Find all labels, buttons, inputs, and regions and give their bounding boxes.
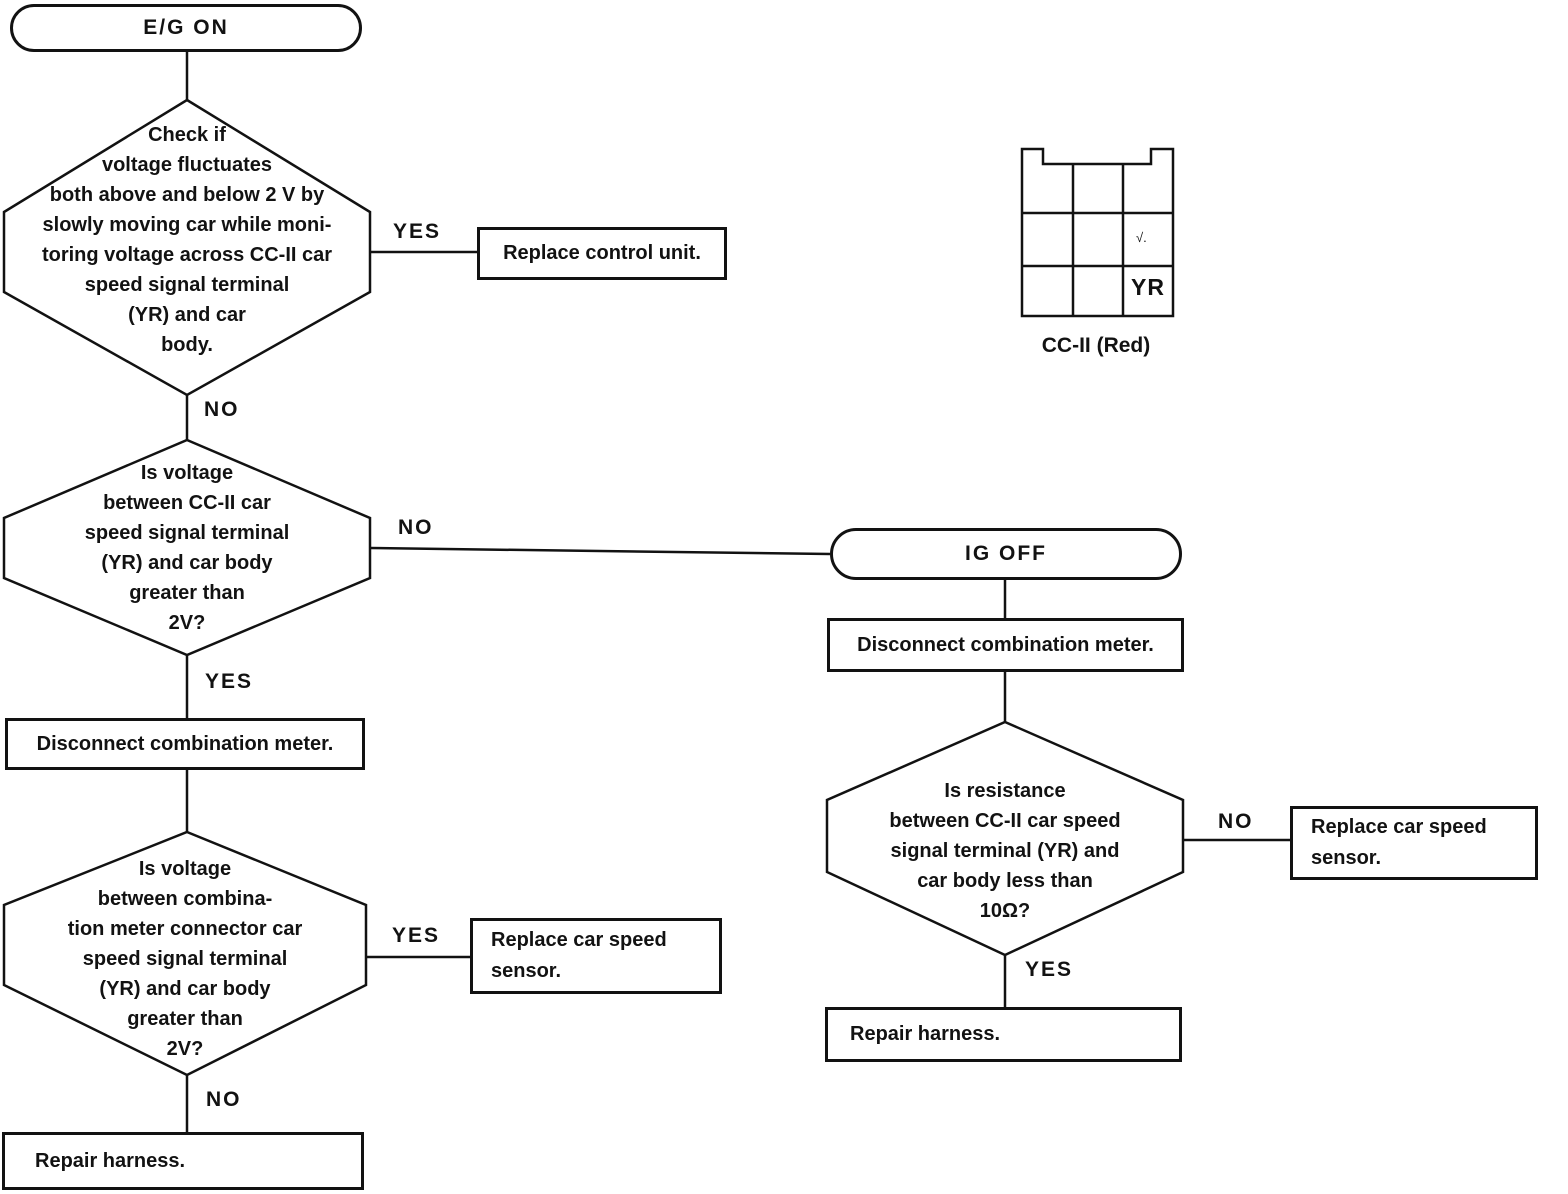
process-disconnect-meter-right-label: Disconnect combination meter. [857, 633, 1154, 656]
decision-voltage-ccii-text: Is voltage between CC-II car speed signa… [84, 462, 290, 634]
process-replace-control-unit-label: Replace control unit. [503, 242, 701, 264]
process-repair-harness-left-label: Repair harness. [35, 1149, 186, 1172]
terminator-eg-on-label: E/G ON [143, 16, 229, 39]
branch-label-no-d3: NO [206, 1088, 242, 1111]
process-replace-sensor-right-label: Replace car speed sensor. [1311, 816, 1487, 869]
branch-label-no-d2: NO [398, 516, 434, 539]
branch-label-yes-d3: YES [392, 924, 441, 947]
decision-outline-fluctuation [2, 98, 372, 397]
process-replace-sensor-left-label: Replace car speed sensor. [491, 929, 667, 982]
decision-outline-resistance [825, 720, 1185, 957]
connector-pin-yr-label: YR [1131, 274, 1165, 300]
decision-voltage-meter-text: Is voltage between combina- tion meter c… [67, 858, 303, 1060]
terminator-ig-off: IG OFF [830, 528, 1182, 580]
edge-d2-no-to-igoff [369, 546, 831, 556]
terminator-ig-off-label: IG OFF [965, 542, 1047, 565]
connector-caption: CC-II (Red) [1041, 334, 1151, 357]
process-replace-sensor-left: Replace car speed sensor. [470, 918, 722, 994]
decision-fluctuation-text: Check if voltage fluctuates both above a… [41, 124, 333, 356]
branch-label-yes-d1: YES [393, 220, 442, 243]
decision-resistance-text: Is resistance between CC-II car speed si… [889, 780, 1121, 922]
decision-outline-voltage-meter [2, 830, 368, 1077]
branch-label-yes-d2: YES [205, 670, 254, 693]
branch-label-yes-d4: YES [1025, 958, 1074, 981]
connector-pinout-outline [1020, 147, 1175, 318]
connector-check-mark: √. [1136, 230, 1147, 245]
branch-label-no-d4: NO [1218, 810, 1254, 833]
process-replace-control-unit: Replace control unit. [477, 227, 727, 280]
terminator-eg-on: E/G ON [10, 4, 362, 52]
process-repair-harness-left: Repair harness. [2, 1132, 364, 1190]
process-repair-harness-right-label: Repair harness. [850, 1023, 1001, 1045]
process-disconnect-meter-right: Disconnect combination meter. [827, 618, 1184, 672]
process-replace-sensor-right: Replace car speed sensor. [1290, 806, 1538, 880]
process-repair-harness-right: Repair harness. [825, 1007, 1182, 1062]
process-disconnect-meter-left: Disconnect combination meter. [5, 718, 365, 770]
decision-outline-voltage-ccii [2, 438, 372, 657]
branch-label-no-d1: NO [204, 398, 240, 421]
process-disconnect-meter-left-label: Disconnect combination meter. [36, 732, 334, 755]
